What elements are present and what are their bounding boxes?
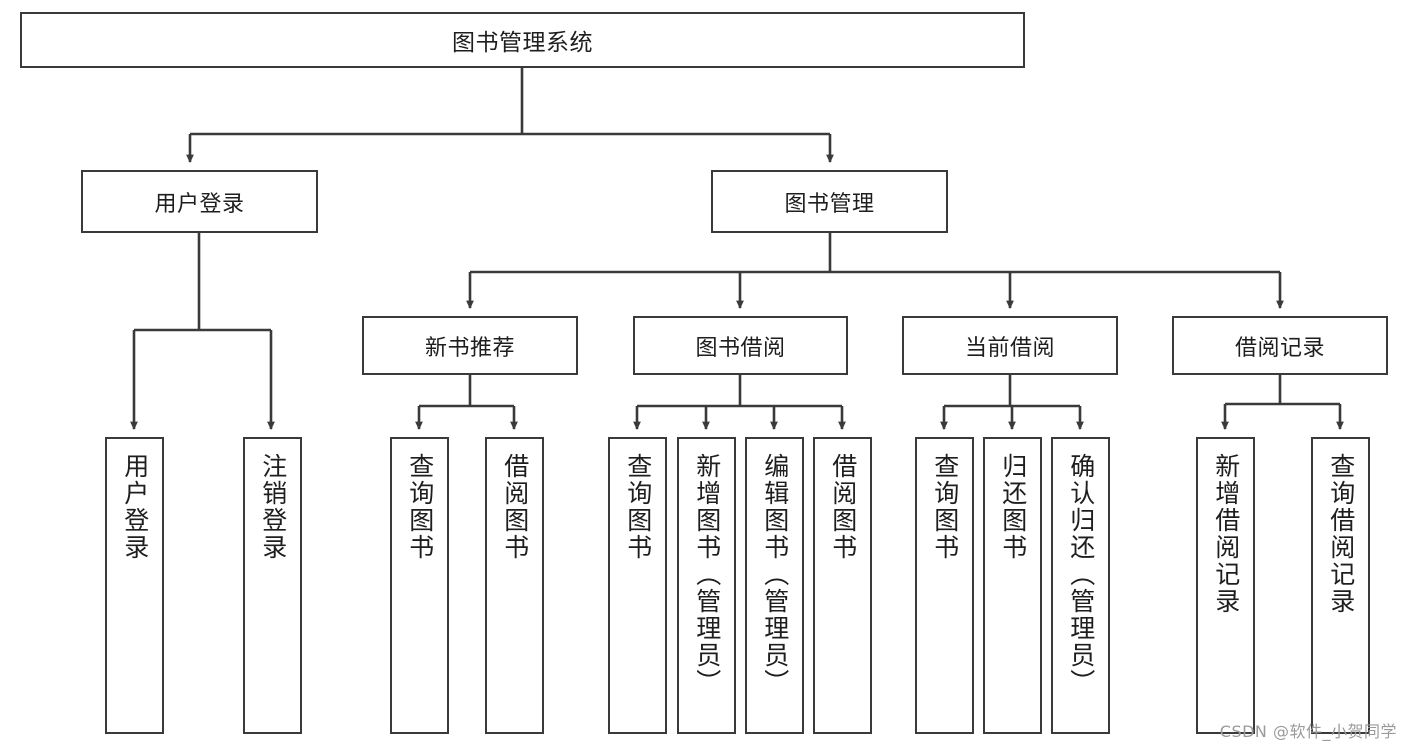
leaf-book-borrow-query-book[interactable]: 查询图书: [608, 437, 667, 734]
node-book-management-label: 图书管理: [784, 191, 875, 217]
leaf-borrow-record-add-record[interactable]: 新增借阅记录: [1196, 437, 1255, 734]
leaf-new-book-borrow-book-label: 借阅图书: [500, 453, 530, 561]
leaf-borrow-record-add-record-label: 新增借阅记录: [1211, 453, 1241, 615]
leaf-book-borrow-borrow-book[interactable]: 借阅图书: [813, 437, 872, 734]
node-root-system-label: 图书管理系统: [452, 30, 593, 56]
node-root-system[interactable]: 图书管理系统: [20, 12, 1025, 68]
leaf-current-borrow-return-book-label: 归还图书: [998, 453, 1028, 561]
leaf-new-book-query-book[interactable]: 查询图书: [390, 437, 449, 734]
node-user-login-label: 用户登录: [154, 191, 245, 217]
leaf-current-borrow-query-book[interactable]: 查询图书: [915, 437, 974, 734]
node-user-login[interactable]: 用户登录: [81, 170, 318, 233]
leaf-book-borrow-edit-book[interactable]: 编辑图书（管理员）: [745, 437, 804, 734]
leaf-borrow-record-query-record[interactable]: 查询借阅记录: [1311, 437, 1370, 734]
node-new-book-recommend[interactable]: 新书推荐: [362, 316, 578, 375]
leaf-book-borrow-edit-book-label: 编辑图书（管理员）: [760, 453, 790, 696]
node-book-borrow[interactable]: 图书借阅: [633, 316, 848, 375]
leaf-current-borrow-confirm-return[interactable]: 确认归还（管理员）: [1051, 437, 1110, 734]
leaf-book-borrow-query-book-label: 查询图书: [623, 453, 653, 561]
leaf-new-book-query-book-label: 查询图书: [405, 453, 435, 561]
leaf-user-login-logout[interactable]: 注销登录: [243, 437, 302, 734]
leaf-user-login-login[interactable]: 用户登录: [105, 437, 164, 734]
leaf-book-borrow-add-book[interactable]: 新增图书（管理员）: [677, 437, 736, 734]
node-book-management[interactable]: 图书管理: [711, 170, 948, 233]
leaf-new-book-borrow-book[interactable]: 借阅图书: [485, 437, 544, 734]
node-borrow-record[interactable]: 借阅记录: [1172, 316, 1388, 375]
leaf-current-borrow-confirm-return-label: 确认归还（管理员）: [1066, 453, 1096, 696]
watermark-text: CSDN @软件_小贺同学: [1219, 722, 1397, 741]
leaf-borrow-record-query-record-label: 查询借阅记录: [1326, 453, 1356, 615]
node-borrow-record-label: 借阅记录: [1234, 335, 1325, 361]
node-book-borrow-label: 图书借阅: [695, 335, 786, 361]
leaf-user-login-logout-label: 注销登录: [258, 453, 288, 561]
leaf-current-borrow-return-book[interactable]: 归还图书: [983, 437, 1042, 734]
leaf-user-login-login-label: 用户登录: [120, 453, 150, 561]
node-current-borrow[interactable]: 当前借阅: [902, 316, 1118, 375]
leaf-book-borrow-borrow-book-label: 借阅图书: [828, 453, 858, 561]
leaf-current-borrow-query-book-label: 查询图书: [930, 453, 960, 561]
node-current-borrow-label: 当前借阅: [964, 335, 1055, 361]
node-new-book-recommend-label: 新书推荐: [424, 335, 515, 361]
leaf-book-borrow-add-book-label: 新增图书（管理员）: [692, 453, 722, 696]
